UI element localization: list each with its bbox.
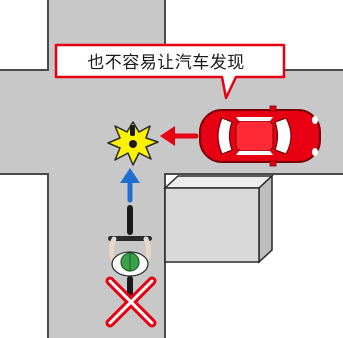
cyclist-arrow-head bbox=[120, 168, 140, 183]
arrow-up-icon bbox=[120, 168, 140, 203]
bicycle-front-wheel bbox=[127, 205, 133, 235]
collision-burst-icon bbox=[107, 121, 159, 166]
car-roof bbox=[235, 120, 274, 152]
cross-mark-icon bbox=[105, 276, 157, 328]
bicycle-front-wheel-top bbox=[130, 125, 135, 136]
building-side-face bbox=[258, 174, 273, 264]
cross-inner-2 bbox=[108, 279, 154, 325]
car-headlight-bottom bbox=[312, 148, 318, 156]
speech-bubble bbox=[54, 43, 286, 100]
road-edge-bottom-left bbox=[0, 173, 49, 338]
warning-arrow-head bbox=[160, 126, 175, 146]
building-block bbox=[163, 174, 274, 264]
arrow-left-icon bbox=[160, 126, 199, 146]
speech-bubble-shape bbox=[54, 43, 286, 100]
car-mirror-top bbox=[269, 105, 277, 112]
car-windshield bbox=[274, 117, 292, 155]
cyclist-head-top-view bbox=[129, 140, 137, 148]
car-side-window-top bbox=[236, 117, 273, 121]
callout-text: 也不容易让汽车发现 bbox=[87, 52, 245, 73]
cyclist-icon bbox=[108, 205, 152, 302]
car-rear-window bbox=[217, 117, 233, 155]
car-side-window-bottom bbox=[236, 151, 273, 155]
car-headlight-top bbox=[312, 116, 318, 124]
road-edge-top-left bbox=[0, 0, 49, 71]
car-mirror-bottom bbox=[269, 160, 277, 167]
building-top-face bbox=[163, 175, 274, 189]
building-front-face bbox=[164, 187, 260, 263]
road-edge-bottom-right bbox=[164, 173, 343, 338]
bicycle-handlebar bbox=[108, 236, 152, 241]
car-icon bbox=[199, 105, 321, 167]
